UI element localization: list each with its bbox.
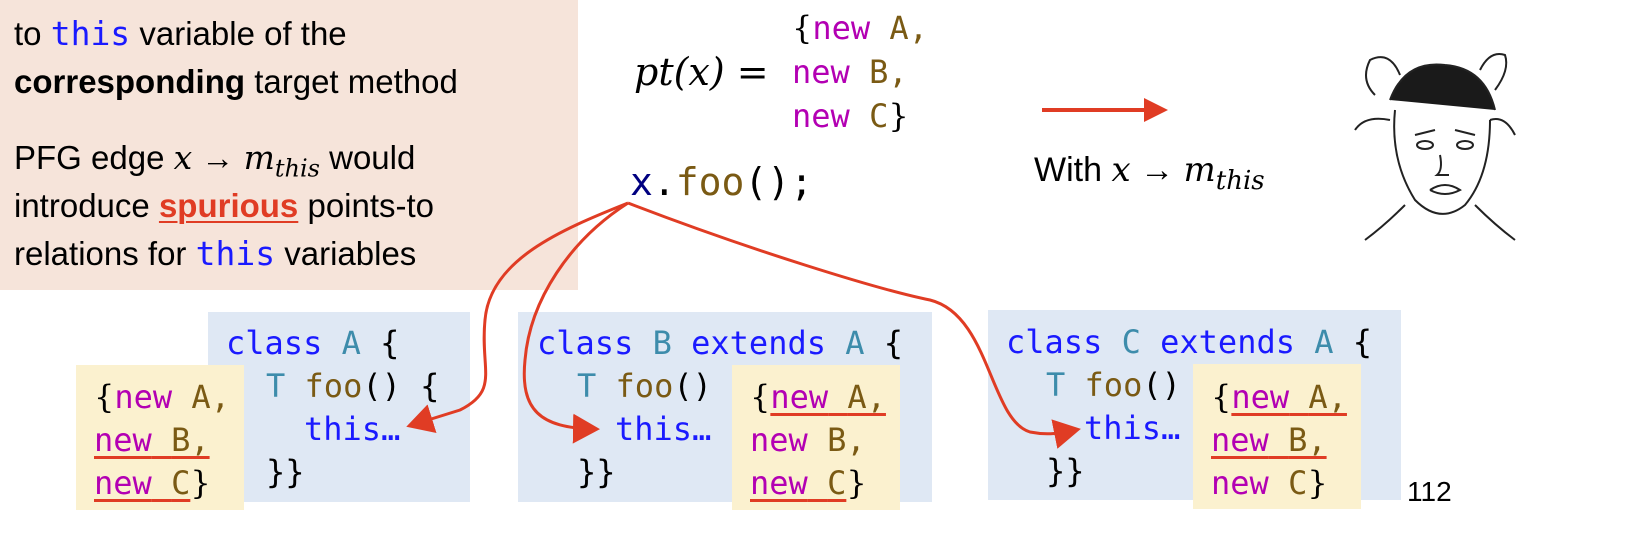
- class-c-header: class C extends A {: [1006, 323, 1373, 361]
- note-line-5: relations for this variables: [14, 234, 417, 273]
- note-line-4: introduce spurious points-to: [14, 187, 435, 224]
- with-edge-text: With x → mthis: [1034, 150, 1265, 196]
- class-c-pts-line-1: {new A,: [1211, 378, 1347, 416]
- class-c-this: this…: [1084, 409, 1181, 447]
- call-to-c-arrow: [627, 201, 1081, 449]
- class-a-this: this…: [304, 410, 401, 448]
- note-line-1: to this variable of the: [14, 14, 347, 53]
- class-c-pts-line-2: new B,: [1211, 421, 1327, 459]
- class-b-method: T foo(): [577, 367, 712, 405]
- spurious-highlight: spurious: [158, 187, 299, 224]
- pt-set-line-2: new B,: [792, 53, 908, 91]
- note-panel: to this variable of the corresponding ta…: [0, 0, 578, 290]
- note-line-2: corresponding target method: [14, 63, 458, 100]
- class-b-pts-box: [732, 365, 900, 510]
- confused-face-icon: [1354, 53, 1516, 241]
- call-statement: x.foo();: [630, 160, 814, 204]
- pt-set-line-3: new C}: [792, 97, 909, 135]
- call-to-b-arrow: [522, 201, 629, 444]
- class-c-pts-line-3: new C}: [1211, 464, 1328, 502]
- class-a-pts-line-1: {new A,: [94, 378, 230, 416]
- class-b-pts-line-2: new B,: [750, 421, 866, 459]
- class-c-method: T foo(): [1046, 366, 1181, 404]
- class-b-pts-line-3: new C}: [750, 464, 867, 502]
- call-to-a-arrow: [406, 201, 629, 434]
- class-c-end: }}: [1046, 452, 1085, 490]
- class-a-end: }}: [266, 453, 305, 491]
- this-keyword: this: [195, 234, 276, 273]
- class-a-pts-box: [76, 365, 244, 510]
- page-number: 112: [1407, 476, 1452, 507]
- class-a-header: class A {: [226, 324, 400, 362]
- note-line-3: PFG edge x → mthis would: [14, 138, 416, 183]
- class-a-pts-line-3: new C}: [94, 464, 211, 502]
- class-b-header: class B extends A {: [537, 324, 904, 362]
- this-keyword: this: [50, 14, 131, 53]
- class-b-pts-line-1: {new A,: [750, 378, 886, 416]
- class-a-pts-line-2: new B,: [94, 421, 210, 459]
- class-b-end: }}: [577, 453, 616, 491]
- class-c-pts-box: [1193, 364, 1361, 509]
- class-a-method: T foo() {: [266, 367, 440, 405]
- class-b-this: this…: [615, 410, 712, 448]
- pt-set-line-1: {new A,: [792, 9, 928, 47]
- pt-lhs: pt(x) =: [634, 50, 769, 94]
